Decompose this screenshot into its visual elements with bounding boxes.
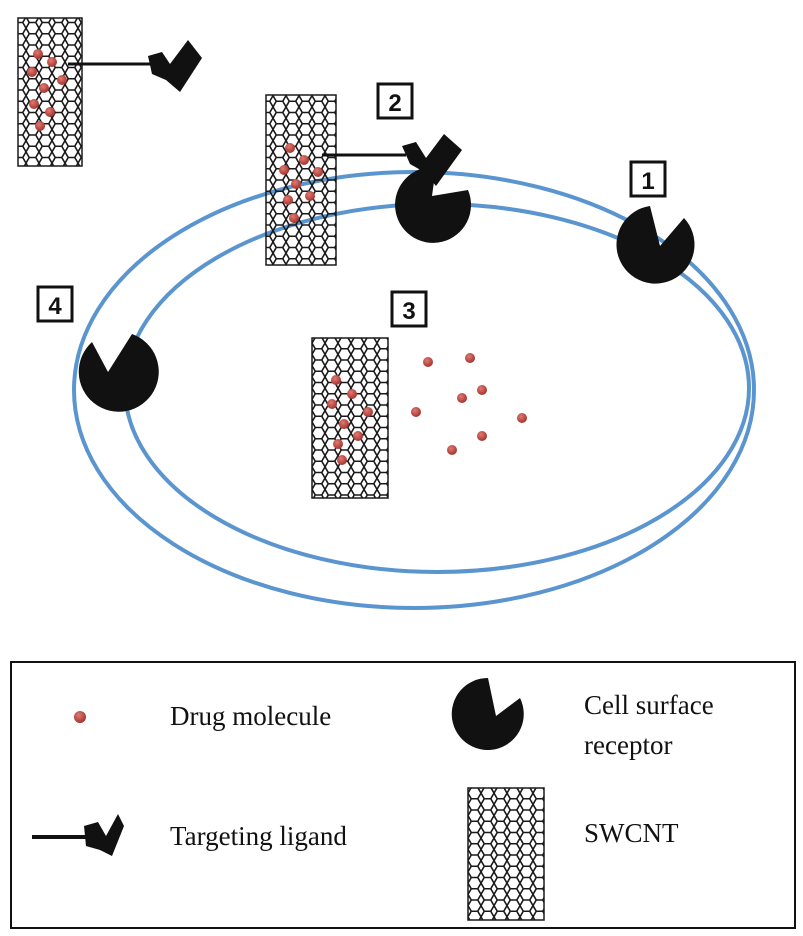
step-number: 1 [641, 168, 654, 195]
swcnt-internalized [311, 337, 527, 499]
receptor-icon [616, 206, 695, 284]
step-label-1: 1 [629, 160, 667, 198]
drug-cluster [327, 375, 373, 465]
step-label-2: 2 [376, 82, 414, 120]
swcnt-tube [311, 337, 389, 499]
targeting-ligand-icon [148, 40, 202, 92]
drug-cluster [279, 143, 323, 223]
legend-swcnt-icon [467, 787, 545, 921]
swcnt-tube [17, 17, 83, 167]
swcnt-binding-receptor [265, 94, 472, 266]
legend-ligand-label: Targeting ligand [170, 821, 347, 851]
legend-drug-label: Drug molecule [170, 701, 331, 731]
legend-border [10, 661, 796, 929]
targeting-ligand-icon [402, 134, 462, 186]
legend: Drug molecule Cell surface receptor Targ… [10, 661, 796, 929]
legend-receptor-label-line1: Cell surface [584, 690, 714, 720]
legend-swcnt-label: SWCNT [584, 818, 679, 848]
receptor-icon [78, 334, 159, 412]
swcnt-tube [265, 94, 337, 266]
legend-receptor-label-line2: receptor [584, 730, 672, 760]
released-drug-molecules [411, 353, 527, 455]
step-label-3: 3 [390, 290, 428, 328]
step-number: 2 [388, 90, 401, 117]
receptor-icon [395, 166, 472, 243]
legend-drug-dot [74, 711, 86, 723]
drug-cluster [27, 49, 67, 131]
step-label-4: 4 [36, 285, 74, 323]
swcnt-with-ligand-free [17, 17, 202, 167]
step-number: 4 [48, 293, 62, 320]
step-number: 3 [402, 298, 415, 325]
legend-ligand-icon [32, 814, 124, 856]
legend-receptor-icon [451, 677, 524, 750]
